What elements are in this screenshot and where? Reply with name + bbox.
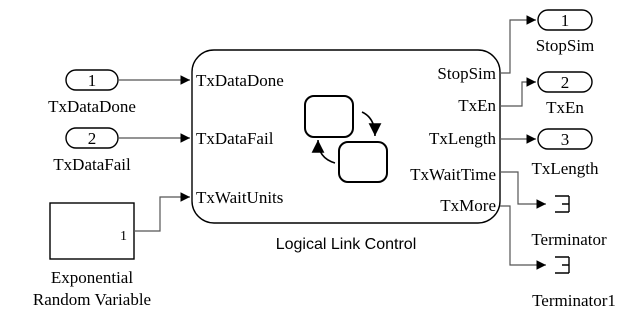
inport-1-number: 1 (88, 71, 97, 90)
signal-line-txwaittime[interactable] (500, 171, 546, 209)
subsystem-name: Logical Link Control (276, 236, 417, 253)
signal-line-txen[interactable] (500, 77, 536, 107)
outport-2-label: TxEn (546, 98, 584, 117)
random-block-value: 1 (120, 229, 127, 244)
terminator1-block[interactable] (555, 256, 570, 274)
output-port-txlength: TxLength (429, 129, 497, 148)
inport-2-label: TxDataFail (53, 155, 131, 174)
outport-1-block[interactable]: 1 (537, 9, 593, 31)
terminator-label: Terminator (531, 230, 607, 249)
random-block-label-line1: Exponential (51, 268, 133, 287)
terminator1-label: Terminator1 (532, 291, 616, 310)
exponential-random-block[interactable]: 1 (49, 202, 135, 260)
inport-1-label: TxDataDone (48, 97, 136, 116)
output-port-txmore: TxMore (440, 196, 496, 215)
outport-2-number: 2 (561, 73, 570, 92)
terminator-block[interactable] (555, 195, 570, 213)
outport-3-label: TxLength (531, 159, 599, 178)
inport-2-number: 2 (88, 129, 97, 148)
outport-2-block[interactable]: 2 (537, 71, 593, 93)
logical-link-control-subsystem[interactable]: TxDataDone TxDataFail TxWaitUnits StopSi… (191, 49, 501, 224)
output-port-txwaittime: TxWaitTime (410, 165, 496, 184)
signal-line-txmore[interactable] (500, 205, 546, 270)
outport-3-block[interactable]: 3 (537, 128, 593, 150)
output-port-txen: TxEn (458, 96, 496, 115)
output-port-stopsim: StopSim (437, 64, 496, 83)
outport-3-number: 3 (561, 130, 570, 149)
input-port-txdatafail: TxDataFail (196, 129, 274, 148)
input-port-txdatadone: TxDataDone (196, 71, 284, 90)
input-port-txwaitunits: TxWaitUnits (196, 188, 283, 207)
inport-2-block[interactable]: 2 (65, 127, 119, 149)
outport-1-label: StopSim (536, 36, 595, 55)
signal-line-stopsim[interactable] (500, 15, 536, 74)
signal-line-txwaitunits[interactable] (134, 192, 190, 232)
inport-1-block[interactable]: 1 (65, 69, 119, 91)
stateflow-chart-icon (304, 95, 388, 183)
outport-1-number: 1 (561, 11, 570, 30)
random-block-label-line2: Random Variable (33, 290, 151, 309)
